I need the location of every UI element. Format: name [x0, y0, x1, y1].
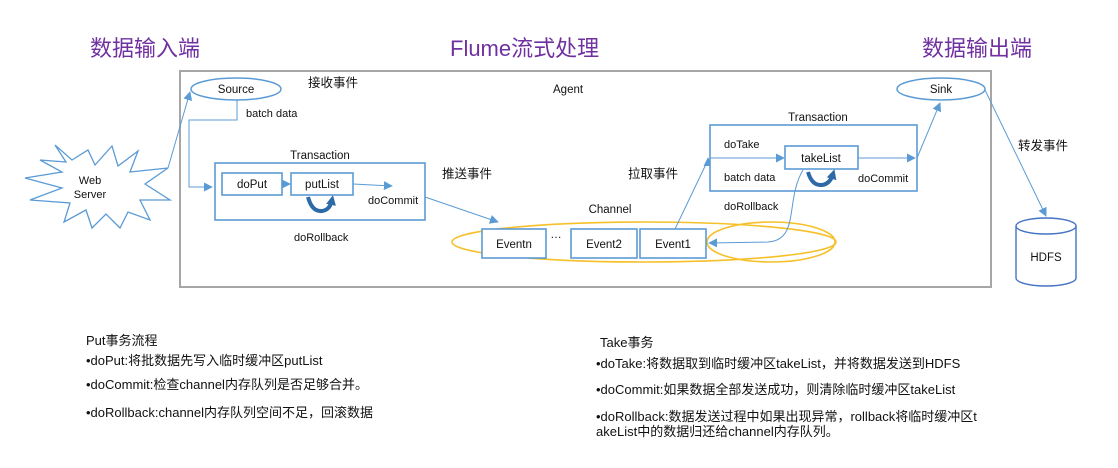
sink-node	[896, 77, 986, 101]
hdfs-label: HDFS	[1030, 252, 1062, 264]
put-notes: Put事务流程 •doPut:将批数据先写入临时缓冲区putList •doCo…	[86, 333, 373, 420]
arrow-putlist-commit	[352, 181, 393, 191]
receive-event-label: 接收事件	[308, 75, 358, 90]
hdfs-cylinder-body	[1015, 226, 1077, 287]
event-1-box	[639, 228, 707, 259]
hdfs-node: HDFS	[1015, 217, 1077, 287]
pull-event-label: 拉取事件	[628, 166, 678, 181]
arrow-commit-to-channel	[424, 196, 499, 224]
forward-event-label: 转发事件	[1018, 138, 1068, 153]
putlist-label: putList	[305, 179, 340, 191]
events-ellipsis: …	[550, 229, 562, 241]
take-dorollback-label: doRollback	[724, 201, 779, 213]
event-1-label: Event1	[655, 239, 691, 251]
put-note-item: •doRollback:channel内存队列空间不足，回滚数据	[86, 404, 374, 420]
source-label: Source	[218, 84, 254, 96]
hdfs-cylinder-top	[1015, 217, 1077, 235]
put-transaction-label: Transaction	[290, 150, 350, 162]
take-notes: Take事务 •doTake:将数据取到临时缓冲区takeList，并将数据发送…	[596, 335, 977, 440]
take-notes-title: Take事务	[600, 335, 654, 350]
take-note-item: •doRollback:数据发送过程中如果出现异常，rollback将临时缓冲区…	[596, 408, 977, 424]
source-node	[190, 77, 282, 101]
web-server-line2: Server	[74, 189, 107, 201]
event-2-box	[570, 228, 638, 259]
doput-label: doPut	[237, 179, 268, 191]
event-n-box	[481, 228, 547, 259]
event-2-label: Event2	[586, 239, 622, 251]
take-note-item: •doTake:将数据取到临时缓冲区takeList，并将数据发送到HDFS	[596, 355, 961, 371]
arrow-source-to-transaction	[188, 100, 238, 192]
take-batch-data-label: batch data	[724, 172, 776, 184]
heading-output: 数据输出端	[922, 36, 1032, 61]
channel-label: Channel	[589, 204, 632, 216]
starburst-shape	[24, 144, 173, 230]
put-note-item: •doCommit:检查channel内存队列是否足够合并。	[86, 377, 368, 393]
takelist-loop-icon	[806, 169, 837, 188]
put-docommit-label: doCommit	[368, 195, 418, 207]
agent-label: Agent	[553, 84, 584, 96]
web-server-line1: Web	[79, 175, 101, 187]
arrow-sink-to-hdfs	[984, 89, 1047, 217]
put-note-item: •doPut:将批数据先写入临时缓冲区putList	[86, 352, 323, 368]
dotake-label: doTake	[724, 139, 759, 151]
event-n-label: Eventn	[496, 239, 532, 251]
arrow-web-to-source	[167, 91, 193, 169]
arrow-event1-to-take	[674, 157, 713, 230]
takelist-label: takeList	[801, 153, 841, 165]
putlist-loop-icon	[306, 195, 336, 214]
put-batch-data-label: batch data	[246, 108, 298, 120]
take-note-item-cont: akeList中的数据归还给channel内存队列。	[596, 424, 839, 440]
arrow-rollback-to-channel	[708, 169, 804, 248]
take-docommit-label: doCommit	[858, 173, 908, 185]
heading-input: 数据输入端	[90, 36, 200, 61]
take-transaction-label: Transaction	[788, 112, 848, 124]
take-note-item: •doCommit:如果数据全部发送成功，则清除临时缓冲区takeList	[596, 382, 956, 398]
push-event-label: 推送事件	[442, 166, 492, 181]
channel-head-ellipse	[706, 221, 836, 263]
put-dorollback-label: doRollback	[294, 232, 349, 244]
web-server-node: Web Server	[24, 144, 173, 230]
arrow-take-to-sink	[916, 102, 942, 159]
heading-process: Flume流式处理	[450, 36, 599, 61]
put-notes-title: Put事务流程	[86, 333, 158, 348]
sink-label: Sink	[930, 84, 953, 96]
